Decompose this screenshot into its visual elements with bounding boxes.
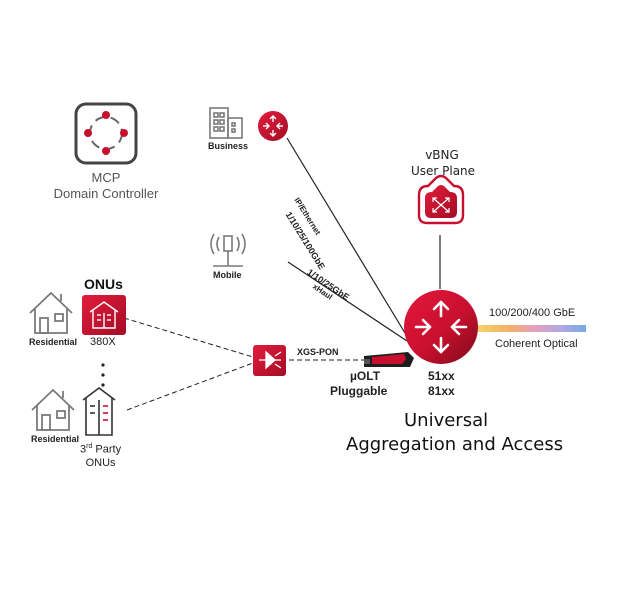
uolt-label-line2: Pluggable <box>330 384 388 398</box>
mobile-link-line <box>287 261 408 342</box>
vbng-label-line1: vBNG <box>425 148 459 162</box>
mcp-name-line2: Domain Controller <box>53 186 159 201</box>
third-party-rest: Party <box>92 443 122 456</box>
third-party-line2: ONUs <box>85 456 116 469</box>
residential-top-label: Residential <box>29 337 78 347</box>
page-title-line2: Aggregation and Access <box>346 434 564 455</box>
coherent-optical-label: Coherent Optical <box>495 338 578 350</box>
router-model-2: 81xx <box>428 384 455 398</box>
onu-380x-label: 380X <box>90 336 116 348</box>
third-party-onus-label: 3rd Party ONUs <box>80 440 121 470</box>
onus-title: ONUs <box>84 276 123 292</box>
business-router-icon <box>258 111 288 141</box>
residential-house-top-icon <box>29 291 73 334</box>
pon-link-label: XGS-PON <box>297 347 339 357</box>
residential-house-bottom-icon <box>31 388 75 431</box>
splitter-icon <box>253 345 286 376</box>
business-building-icon <box>209 107 243 139</box>
coherent-optical-bar <box>478 325 586 332</box>
uolt-pluggable-icon <box>364 352 414 367</box>
mcp-controller-icon <box>74 102 138 165</box>
ellipsis-vertical-icon <box>101 363 105 387</box>
vbng-icon <box>417 174 465 225</box>
universal-router-icon <box>404 290 478 364</box>
residential-bottom-label: Residential <box>31 434 80 444</box>
optical-speed-label: 100/200/400 GbE <box>489 307 576 319</box>
uolt-label-line1: µOLT <box>350 369 381 383</box>
onu-380x-icon <box>82 295 126 335</box>
onu-bottom-dashed-line <box>126 362 254 411</box>
onu-third-party-icon <box>82 387 116 436</box>
mobile-label: Mobile <box>213 270 242 280</box>
mcp-name-line1: MCP <box>91 170 121 185</box>
page-title-line1: Universal <box>404 410 489 431</box>
vbng-label-line2: User Plane <box>410 164 476 178</box>
onu-top-dashed-line <box>123 317 254 358</box>
business-link-line <box>286 137 409 339</box>
business-label: Business <box>208 141 249 151</box>
mobile-tower-icon <box>210 233 246 267</box>
third-party-sup: rd <box>86 443 93 450</box>
third-party-number: 3 <box>80 443 87 456</box>
router-model-1: 51xx <box>428 369 455 383</box>
